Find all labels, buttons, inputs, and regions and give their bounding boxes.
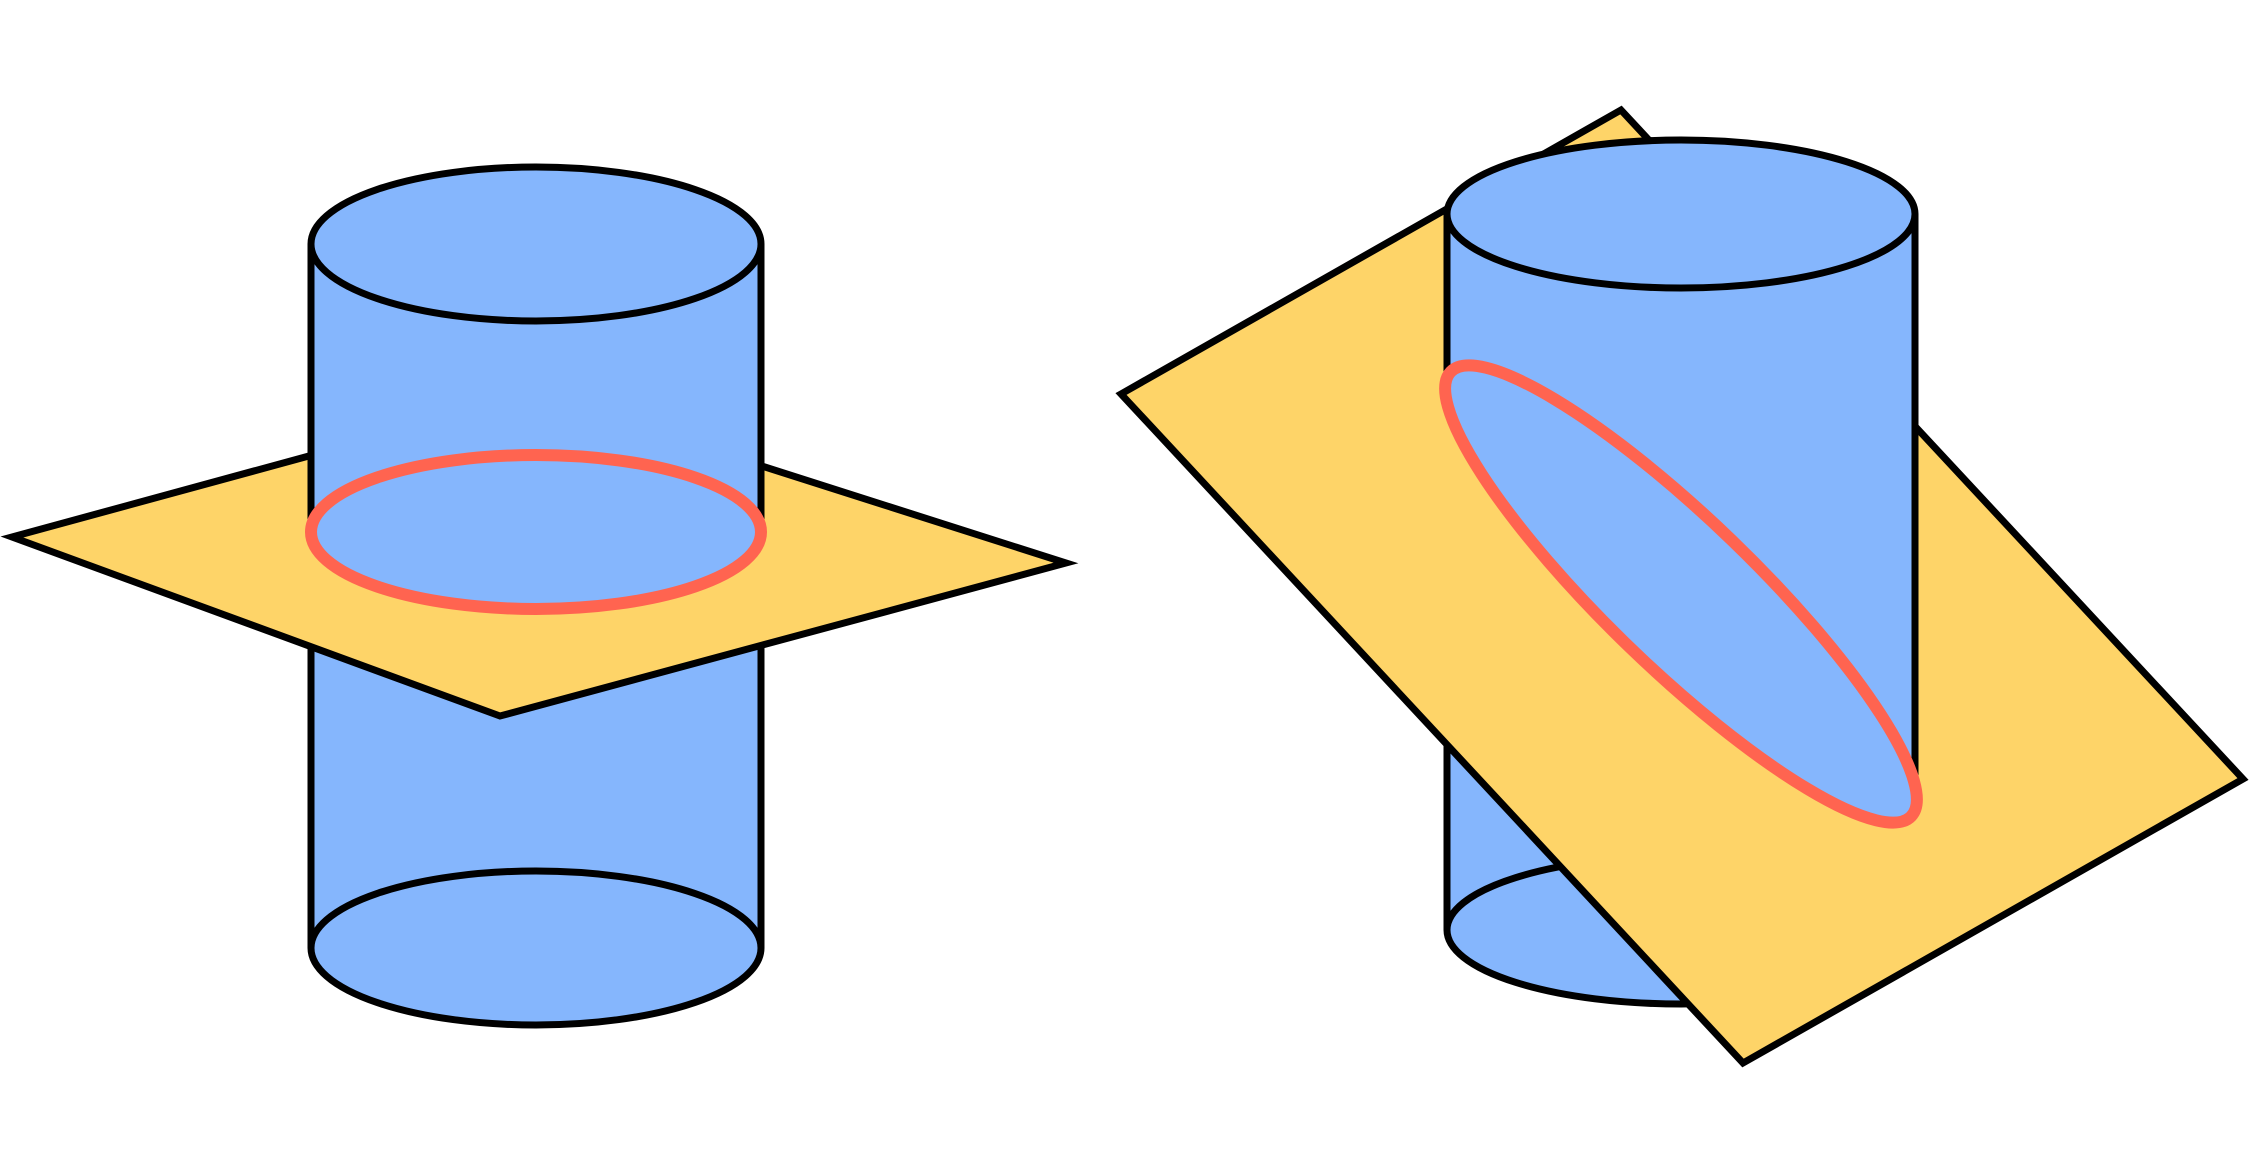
- left-cylinder-top-base: [307, 163, 765, 325]
- right-cross-section-ellipse: [1439, 359, 1923, 829]
- left-cross-section-circle: [305, 449, 767, 615]
- left-cylinder-bottom-base: [307, 867, 765, 1029]
- figure-oblique-cut: [1115, 105, 2249, 1068]
- figure-horizontal-cut: [0, 163, 1079, 1029]
- right-cylinder-top-base: [1443, 136, 1919, 292]
